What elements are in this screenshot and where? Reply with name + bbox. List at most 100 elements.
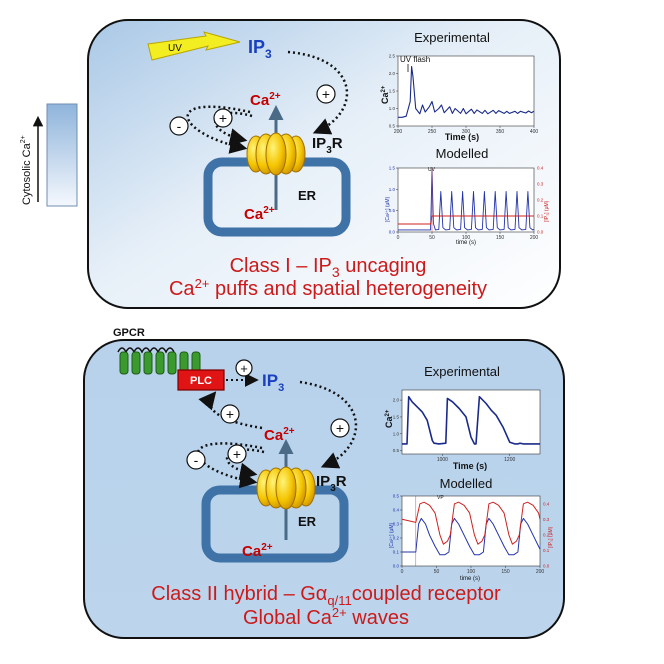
chart1-xlabel: Time (s) [445, 132, 479, 142]
chart-plot-area [401, 495, 541, 567]
chart4-ylabel-left: [Ca²⁺] (μM) [389, 522, 395, 548]
y-tick-label-right: 0.2 [537, 198, 544, 203]
y-tick-label-right: 0.1 [543, 548, 550, 553]
y-tick-label-right: 0.3 [543, 517, 550, 522]
y-tick-label-right: 0.0 [543, 564, 550, 569]
chart1-title: Experimental [414, 30, 490, 45]
chart3-title: Experimental [424, 364, 500, 379]
x-tick-label: 0 [401, 569, 404, 575]
y-tick-label: 0.0 [393, 564, 400, 569]
y-tick-label: 2.0 [393, 398, 400, 403]
minus-sign-calcium-2: - [186, 450, 206, 470]
y-tick-label: 0.3 [393, 522, 400, 527]
chart3-xlabel: Time (s) [453, 461, 487, 471]
chart-plot-area [401, 389, 541, 455]
er-label: ER [298, 188, 317, 203]
y-tick-label: 0.0 [389, 230, 396, 235]
y-tick-label: 1.0 [389, 106, 396, 111]
chart4-xlabel: time (s) [460, 576, 480, 582]
y-tick-label: 0.1 [393, 550, 400, 555]
chart2-annotation: UV [428, 167, 436, 173]
x-tick-label: 1200 [504, 457, 515, 463]
chart4-annotation: VP [437, 495, 444, 501]
y-tick-label-right: 0.4 [543, 501, 550, 506]
plus-sign-calcium-plc: + [220, 404, 240, 424]
plus-sign-calcium: + [213, 108, 233, 128]
plus-sign-ip3-2: + [330, 418, 350, 438]
calcium-to-plc-arrow [198, 391, 263, 430]
panel2-caption-line1: Class II hybrid – Gαq/11coupled receptor [151, 583, 501, 608]
er-label-2: ER [298, 514, 317, 529]
panel1-caption-line1: Class I – IP3 uncaging [230, 255, 427, 280]
x-tick-label: 1000 [437, 457, 448, 463]
panel-class-2: GPCR PLC + IP3 ER Ca2+ [83, 327, 565, 639]
er-calcium-label-2: Ca2+ [242, 542, 273, 560]
panel-class-1: UV IP3 ER Ca2+ IP3R Ca2+ + + [87, 19, 561, 309]
y-tick-label: 1.5 [393, 414, 400, 419]
x-tick-label: 300 [462, 129, 471, 135]
x-tick-label: 50 [434, 569, 440, 575]
chart-plot-area [397, 55, 535, 127]
y-tick-label: 0.5 [389, 208, 396, 213]
x-tick-label: 350 [496, 129, 505, 135]
ip3-activation-arrow-2 [299, 380, 358, 469]
y-tick-label: 0.4 [393, 508, 400, 513]
y-tick-label: 0.5 [393, 494, 400, 499]
svg-text:+: + [240, 361, 248, 376]
x-tick-label: 0 [397, 235, 400, 241]
x-tick-label: 100 [462, 235, 471, 241]
x-tick-label: 150 [496, 235, 505, 241]
x-tick-label: 250 [428, 129, 437, 135]
chart2-xlabel: time (s) [456, 240, 476, 246]
y-tick-label: 1.0 [389, 187, 396, 192]
ip3r-channel-2 [256, 466, 316, 510]
y-tick-label: 1.5 [389, 166, 396, 171]
y-tick-label: 0.2 [393, 536, 400, 541]
er-calcium-label: Ca2+ [244, 205, 275, 223]
chart1-annotation: UV flash [400, 55, 430, 64]
ip3r-label-2: IP3R [316, 473, 347, 494]
svg-text:-: - [194, 452, 199, 468]
panel2-caption-line2: Global Ca2+ waves [243, 605, 409, 629]
cytosolic-calcium-scale: Cytosolic Ca2+ [20, 103, 78, 207]
series-line-0 [398, 65, 535, 118]
y-tick-label: 0.5 [389, 124, 396, 129]
x-tick-label: 200 [536, 569, 545, 575]
chart-plot-area [397, 167, 535, 233]
plus-sign-plc: + [235, 359, 253, 377]
x-tick-label: 400 [530, 129, 539, 135]
chart4-ylabel-right: [IP₃] (μM) [548, 526, 554, 548]
y-tick-label-right: 0.3 [537, 182, 544, 187]
series-line-0 [398, 169, 535, 231]
chart2-ylabel-left: [Ca²⁺] (μM) [385, 196, 391, 222]
y-tick-label-right: 0.4 [537, 166, 544, 171]
ip3-label: IP3 [248, 37, 272, 61]
svg-text:+: + [226, 406, 234, 422]
series-line-1 [401, 501, 541, 545]
svg-text:+: + [322, 86, 330, 102]
plc-enzyme [177, 369, 225, 391]
gpcr-receptor [117, 347, 201, 375]
x-tick-label: 200 [530, 235, 539, 241]
calcium-inhibition-arrow [186, 105, 251, 154]
cytosol-calcium-label: Ca2+ [250, 91, 281, 109]
series-line-1 [398, 215, 534, 225]
chart2-ylabel-right: [IP₃] (μM) [544, 200, 550, 222]
ip3r-label: IP3R [312, 135, 343, 156]
y-tick-label-right: 0.2 [543, 532, 550, 537]
x-tick-label: 150 [501, 569, 510, 575]
uv-label: UV [168, 43, 182, 54]
y-tick-label-right: 0.0 [537, 230, 544, 235]
svg-text:-: - [177, 118, 182, 134]
y-tick-label: 1.0 [393, 431, 400, 436]
y-tick-label-right: 0.1 [537, 214, 544, 219]
calcium-inhibition-arrow-2 [196, 442, 263, 489]
y-tick-label: 2.0 [389, 71, 396, 76]
svg-text:+: + [233, 446, 241, 462]
chart1-ylabel: Ca2+ [380, 85, 390, 104]
plus-sign-calcium-2: + [227, 444, 247, 464]
